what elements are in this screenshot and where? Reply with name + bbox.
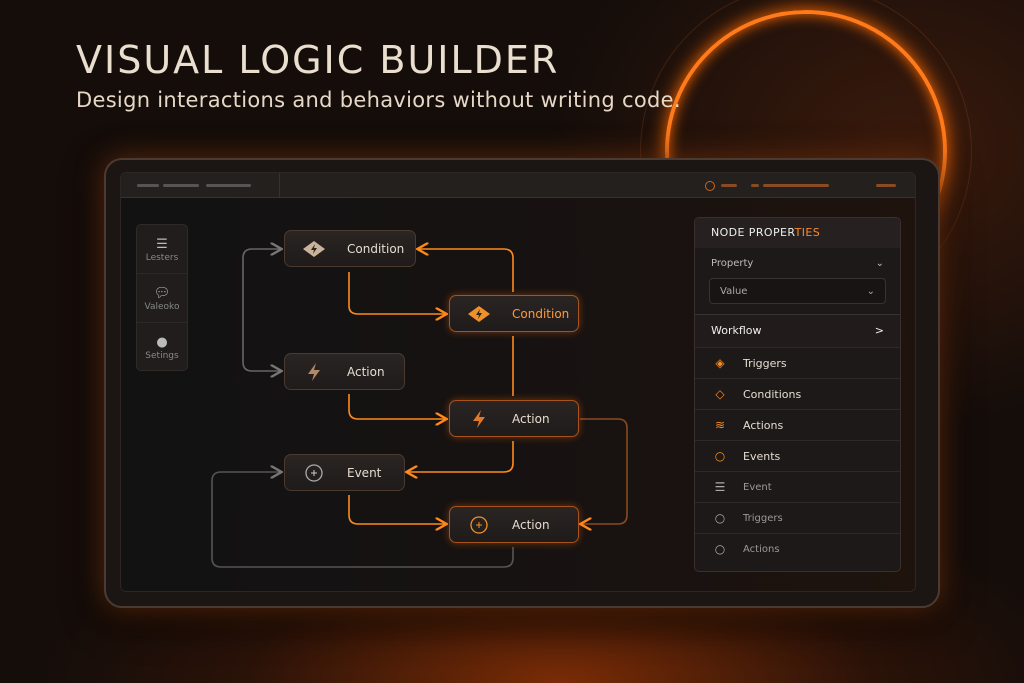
workflow-row[interactable]: Workflow>: [695, 314, 900, 347]
hero-subtitle: Design interactions and behaviors withou…: [76, 88, 681, 112]
signal-icon: ≋: [714, 418, 726, 432]
node-action-3[interactable]: Action: [449, 506, 579, 543]
list-item-events[interactable]: ○Events: [695, 440, 900, 471]
circle-icon: ○: [714, 542, 726, 556]
sidebar-item-settings[interactable]: ●Setings: [137, 323, 187, 372]
chevron-down-icon: ⌄: [875, 258, 884, 269]
list-item-triggers-2[interactable]: ○Triggers: [695, 502, 900, 533]
tag-icon: ◈: [715, 356, 725, 370]
panel-title: NODE PROPERTIES: [695, 218, 900, 248]
property-dropdown[interactable]: Property⌄: [695, 248, 900, 278]
circle-plus-icon: [466, 515, 492, 534]
diamond-icon: ◇: [715, 387, 725, 401]
diamond-bolt-icon: [301, 240, 327, 258]
settings-icon: ●: [156, 335, 168, 350]
top-bar: [121, 173, 915, 198]
node-properties-panel: NODE PROPERTIES Property⌄ Value⌄ Workflo…: [694, 217, 901, 572]
node-action-1[interactable]: Action: [284, 353, 405, 390]
value-select[interactable]: Value⌄: [709, 278, 886, 304]
wire: [580, 418, 628, 524]
wire: [419, 249, 514, 292]
wire: [348, 272, 445, 314]
node-condition-2[interactable]: Condition: [449, 295, 579, 332]
diamond-bolt-icon: [466, 305, 492, 323]
node-action-2[interactable]: Action: [449, 400, 579, 437]
list-icon: ☰: [714, 480, 726, 494]
list-item-actions-2[interactable]: ○Actions: [695, 533, 900, 564]
sidebar-item-valeoko[interactable]: 💬︎Valeoko: [137, 274, 187, 323]
wire: [348, 394, 445, 419]
hero-title: VISUAL LOGIC BUILDER: [76, 38, 560, 82]
circle-plus-icon: [301, 463, 327, 482]
circle-icon: ○: [714, 511, 726, 525]
chevron-down-icon: ⌄: [866, 285, 875, 297]
sidebar-item-lesters[interactable]: ☰Lesters: [137, 225, 187, 274]
left-sidebar: ☰Lesters 💬︎Valeoko ●Setings: [136, 224, 188, 371]
list-item-actions[interactable]: ≋Actions: [695, 409, 900, 440]
wire: [348, 495, 445, 524]
node-condition-1[interactable]: Condition: [284, 230, 416, 267]
chevron-right-icon: >: [874, 324, 884, 337]
list-item-conditions[interactable]: ◇Conditions: [695, 378, 900, 409]
circle-icon: ○: [714, 449, 726, 463]
wire: [408, 441, 514, 472]
chat-icon: 💬︎: [153, 286, 171, 301]
menu-icon: ☰: [156, 237, 168, 252]
node-event-1[interactable]: Event: [284, 454, 405, 491]
wire: [242, 248, 280, 371]
bolt-icon: [301, 362, 327, 382]
bolt-icon: [466, 409, 492, 429]
list-item-triggers[interactable]: ◈Triggers: [695, 347, 900, 378]
wire: [211, 472, 514, 568]
list-item-event[interactable]: ☰Event: [695, 471, 900, 502]
